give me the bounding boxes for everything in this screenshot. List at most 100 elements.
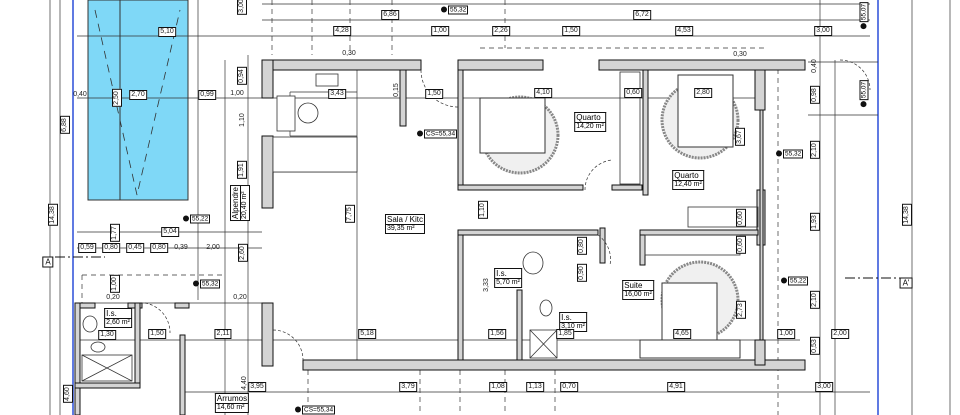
dimension: 0,30: [342, 50, 356, 57]
dimension: 1,00: [110, 275, 120, 293]
dimension: 3,95: [248, 382, 266, 392]
dimension: 0,94: [237, 67, 247, 85]
section-marker-a-prime: A': [899, 277, 913, 289]
dimension: 0,80: [150, 243, 168, 253]
dimension: 1,08: [489, 382, 507, 392]
dimension: 6,86: [381, 10, 399, 20]
dimension: 4,65: [673, 329, 691, 339]
dimension: 3,67: [735, 128, 745, 146]
level-mark: 55,22: [780, 276, 809, 286]
dimension: 6,88: [60, 116, 70, 134]
dimension: 4,91: [667, 382, 685, 392]
dimension: 0,20: [233, 294, 247, 301]
dimension: 0,30: [733, 51, 747, 58]
dimension: 4,10: [534, 88, 552, 98]
dimension: 3,00: [815, 382, 833, 392]
dimension: 1,77: [110, 224, 120, 242]
dimension: 0,90: [577, 264, 587, 282]
bathroom-fixtures: [81, 251, 558, 382]
dimension: 2,10: [810, 141, 820, 159]
dimension: 2,26: [492, 26, 510, 36]
dimension: 5,10: [158, 27, 176, 37]
dimension: 1,10: [239, 113, 246, 127]
door-swings: [144, 59, 871, 361]
dimension: 0,45: [126, 243, 144, 253]
dimension: 0,80: [577, 237, 587, 255]
dimension: 4,53: [675, 26, 693, 36]
dimension: 2,50: [112, 89, 122, 107]
kitchen-fixtures: [272, 73, 358, 173]
dimension: 1,91: [237, 161, 247, 179]
dimension: 2,80: [694, 88, 712, 98]
dimension: 3,79: [399, 382, 417, 392]
level-mark: CS=55,34: [294, 405, 336, 415]
dimension: 1,56: [488, 329, 506, 339]
room-label-is-1: I.s.5,70 m²: [494, 268, 522, 288]
dimension: 1,10: [478, 201, 488, 219]
dimension: 5,04: [161, 227, 179, 237]
dimension: 4,60: [63, 385, 73, 403]
dimension: 1,00: [777, 329, 795, 339]
room-label-is-2: I.s.2,60 m²: [104, 308, 132, 328]
dimension: 0,53: [810, 337, 820, 355]
beds: [479, 74, 741, 359]
level-mark: 55,07: [859, 79, 869, 101]
dimension: 2,00: [206, 244, 220, 251]
level-mark: 55,32: [192, 279, 221, 289]
level-mark: 55,32: [775, 149, 804, 159]
level-mark: 55,22: [182, 214, 211, 224]
dimension: 0,70: [560, 382, 578, 392]
dimension: 1,00: [431, 26, 449, 36]
walls: [74, 59, 806, 415]
dimension: 6,72: [633, 10, 651, 20]
dimension: 0,80: [102, 243, 120, 253]
dimension: 0,60: [736, 236, 746, 254]
dimension: 0,40: [811, 59, 818, 73]
dimension: 2,70: [129, 90, 147, 100]
level-mark: 55,32: [440, 5, 469, 15]
dimension: 1,50: [425, 89, 443, 99]
dimension: 0,39: [174, 244, 188, 251]
dimension: 2,73: [736, 301, 746, 319]
dimension: 3,00: [237, 0, 247, 15]
section-line: [55, 256, 900, 279]
dimension: 1,00: [230, 90, 244, 97]
dimension: 0,59: [78, 243, 96, 253]
level-mark: 55,07: [859, 1, 869, 23]
dimension: 0,15: [393, 83, 400, 97]
pool-slope-lines: [94, 9, 181, 196]
dimension: 2,60: [238, 244, 248, 262]
dimension: 2,11: [214, 329, 232, 339]
dimension: 2,00: [831, 329, 849, 339]
dimension: 2,10: [810, 291, 820, 309]
dimension: 1,93: [810, 213, 820, 231]
dimension: 1,30: [98, 330, 116, 340]
dimension: 3,43: [328, 89, 346, 99]
dimension: 14,38: [902, 204, 912, 226]
dimension: 0,99: [198, 90, 216, 100]
dimension: 3,00: [814, 26, 832, 36]
dimension: 0,98: [810, 86, 820, 104]
level-mark: CS=55,34: [416, 129, 458, 139]
section-marker-a: A: [42, 256, 54, 268]
dimension: 7,75: [345, 205, 355, 223]
dimension: 3,33: [483, 278, 490, 292]
dimension: 1,50: [562, 26, 580, 36]
dimension: 4,40: [241, 376, 248, 390]
dimension: 14,38: [48, 204, 58, 226]
dimension: 5,18: [358, 329, 376, 339]
dimension: 1,50: [148, 329, 166, 339]
dimension: 4,28: [333, 26, 351, 36]
dimension: 0,20: [106, 294, 120, 301]
dimension: 0,60: [624, 88, 642, 98]
dimension: 0,40: [73, 91, 87, 98]
dimension: 1,13: [526, 382, 544, 392]
dimension: 1,85: [556, 329, 574, 339]
